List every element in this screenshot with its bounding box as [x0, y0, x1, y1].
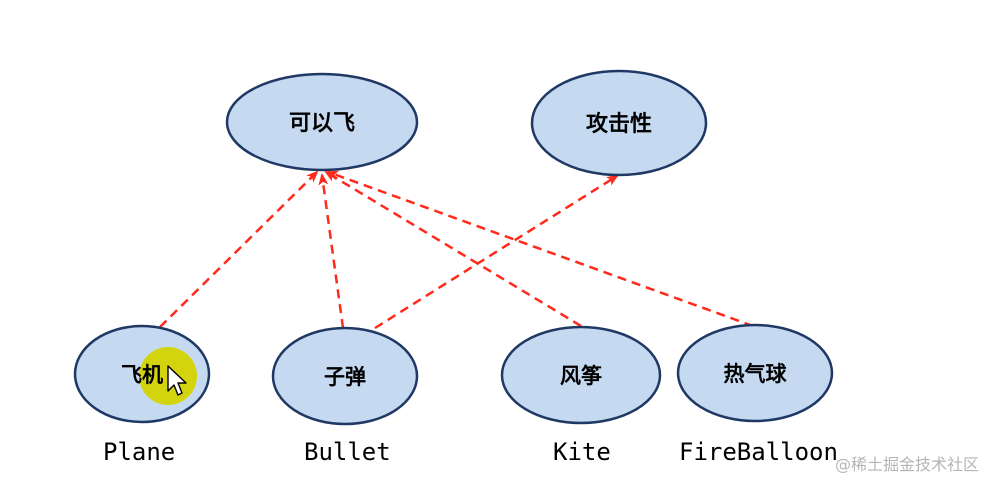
class-node-kite: 风筝 — [500, 325, 662, 425]
class-ellipse-bullet — [271, 326, 419, 426]
class-node-plane: 飞机 — [73, 324, 211, 424]
interface-node-attack: 攻击性 — [530, 69, 708, 177]
class-ellipse-kite — [500, 325, 662, 425]
edge-bullet-to-attack — [374, 174, 619, 330]
cursor-layer — [167, 365, 187, 396]
interface-ellipse-fly — [225, 72, 419, 172]
class-label-balloon: 热气球 — [724, 362, 788, 386]
edge-kite-to-fly — [324, 170, 582, 328]
class-node-balloon: 热气球 — [676, 323, 834, 423]
relation-edges — [159, 170, 754, 330]
class-label-bullet: 子弹 — [324, 365, 366, 389]
interface-ellipse-attack — [530, 69, 708, 177]
edge-bullet-to-fly — [318, 173, 345, 329]
class-name-kite: Kite — [553, 438, 611, 466]
class-node-bullet: 子弹 — [271, 326, 419, 426]
class-name-plane: Plane — [103, 438, 176, 466]
interface-label-attack: 攻击性 — [586, 111, 652, 137]
class-ellipse-balloon — [676, 323, 834, 423]
edge-plane-to-fly — [159, 170, 319, 328]
class-label-plane: 飞机 — [121, 363, 163, 387]
mouse-pointer-icon — [167, 365, 187, 396]
interface-label-fly: 可以飞 — [289, 111, 355, 136]
class-name-bullet: Bullet — [304, 438, 391, 466]
class-name-fireballoon: FireBalloon — [679, 438, 838, 466]
class-label-kite: 风筝 — [560, 364, 602, 388]
watermark: @稀土掘金技术社区 — [834, 455, 979, 474]
edge-balloon-to-fly — [326, 170, 754, 328]
interface-node-fly: 可以飞 — [225, 72, 419, 172]
